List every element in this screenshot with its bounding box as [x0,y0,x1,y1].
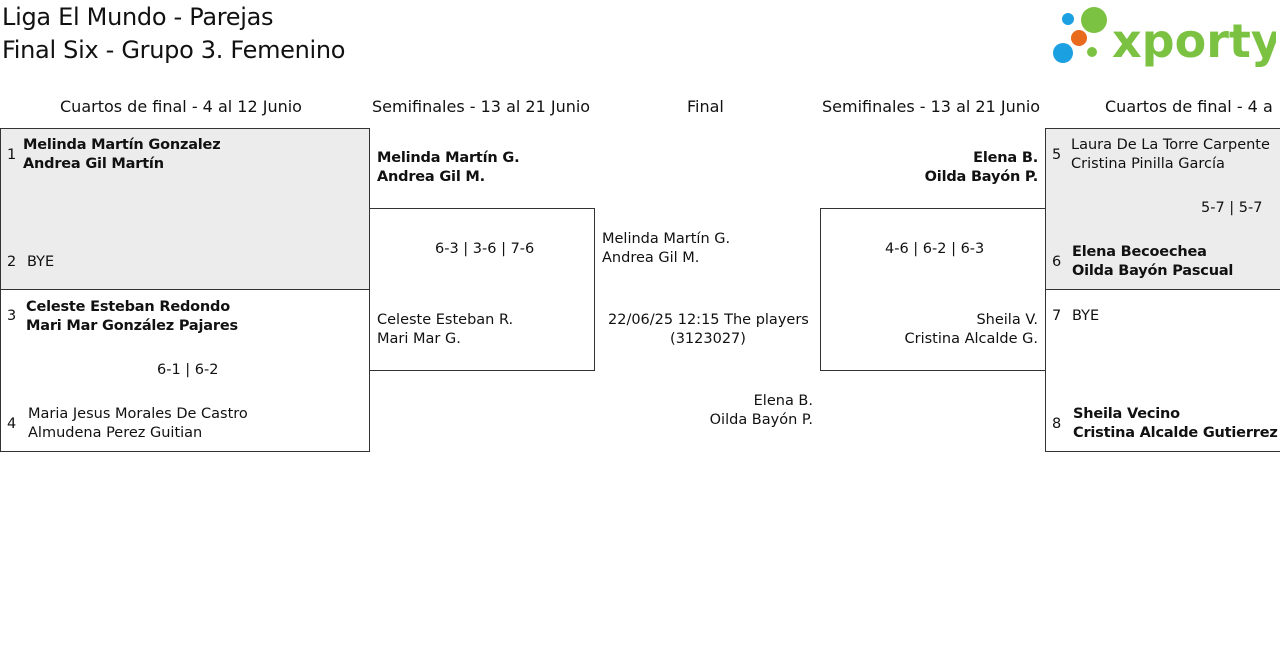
player-name: Elena B. [753,393,813,409]
match-schedule: 22/06/25 12:15 The players [608,312,809,328]
player-name: Sheila V. [976,312,1038,328]
player-name: Cristina Pinilla García [1071,156,1225,172]
player-name: BYE [27,254,55,270]
seed-number: 1 [7,147,17,163]
seed-number: 7 [1052,308,1062,324]
qf-right-match-2[interactable] [1045,289,1280,452]
player-name: Andrea Gil Martín [23,156,164,172]
match-score: 5-7 | 5-7 [1201,200,1263,216]
page-subtitle: Final Six - Grupo 3. Femenino [2,36,346,64]
player-name: Oilda Bayón P. [924,169,1039,185]
seed-number: 4 [7,416,17,432]
player-name: Andrea Gil M. [602,250,700,266]
player-name: Melinda Martín G. [602,231,731,247]
player-name: Celeste Esteban R. [377,312,514,328]
header-qf-right: Cuartos de final - 4 a [1105,97,1273,116]
player-name: Maria Jesus Morales De Castro [28,406,248,422]
header-final: Final [687,97,724,116]
qf-left-match-1[interactable] [0,128,370,290]
match-score: 6-3 | 3-6 | 7-6 [435,241,535,257]
page-title: Liga El Mundo - Parejas [2,3,274,31]
player-name: Celeste Esteban Redondo [26,299,230,315]
player-name: Cristina Alcalde Gutierrez [1073,425,1278,441]
header-qf-left: Cuartos de final - 4 al 12 Junio [60,97,302,116]
player-name: Mari Mar G. [377,331,461,347]
player-name: Sheila Vecino [1073,406,1180,422]
match-score: 4-6 | 6-2 | 6-3 [885,241,985,257]
player-name: Almudena Perez Guitian [28,425,203,441]
seed-number: 3 [7,308,17,324]
seed-number: 8 [1052,416,1062,432]
seed-number: 6 [1052,254,1062,270]
xporty-logo[interactable]: xporty [1050,4,1276,68]
player-name: Oilda Bayón P. [709,412,813,428]
player-name: Melinda Martín G. [377,150,520,166]
seed-number: 5 [1052,147,1062,163]
player-name: Andrea Gil M. [377,169,485,185]
header-sf-right: Semifinales - 13 al 21 Junio [822,97,1041,116]
player-name: Melinda Martín Gonzalez [23,137,221,153]
player-name: Elena B. [973,150,1038,166]
player-name: BYE [1072,308,1100,324]
header-sf-left: Semifinales - 13 al 21 Junio [372,97,591,116]
match-code: (3123027) [670,331,746,347]
match-score: 6-1 | 6-2 [157,362,219,378]
player-name: Cristina Alcalde G. [904,331,1038,347]
player-name: Mari Mar González Pajares [26,318,238,334]
sf-left-match[interactable] [369,208,595,371]
player-name: Elena Becoechea [1072,244,1207,260]
player-name: Laura De La Torre Carpente [1071,137,1270,153]
logo-text: xporty [1112,14,1276,68]
player-name: Oilda Bayón Pascual [1072,263,1234,279]
qf-right-match-1[interactable] [1045,128,1280,290]
seed-number: 2 [7,254,17,270]
